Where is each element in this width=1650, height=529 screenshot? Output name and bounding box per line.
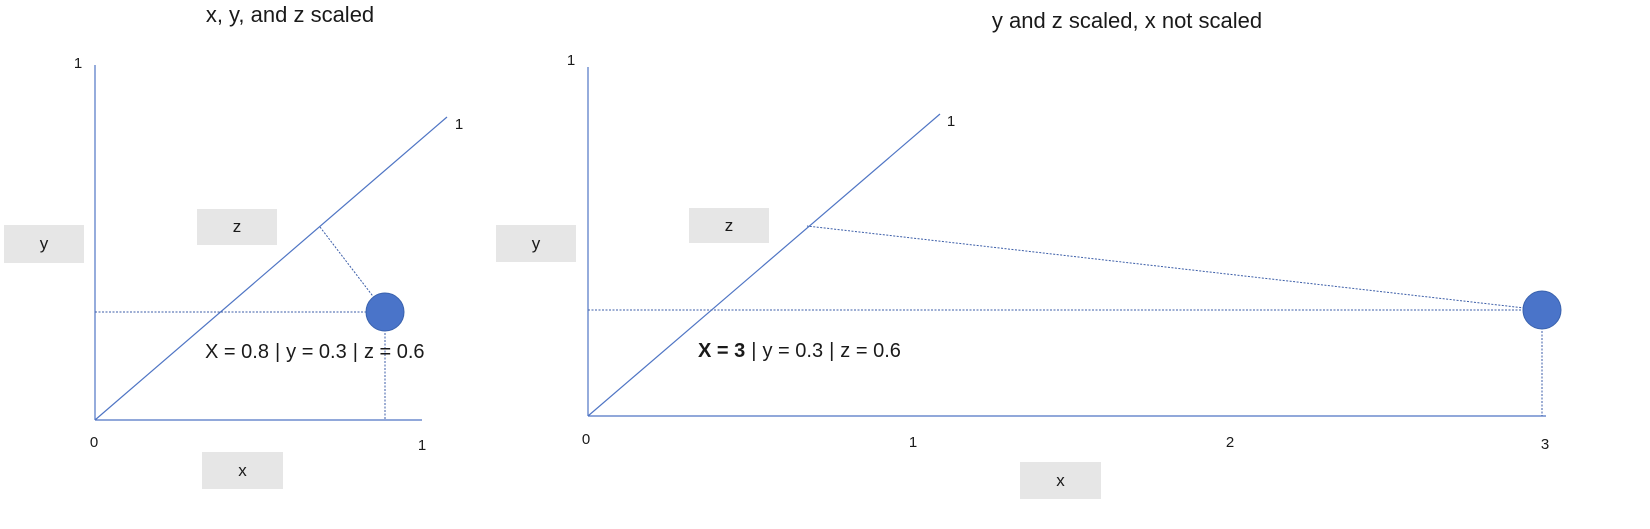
coordinate-diagram	[587, 67, 1562, 417]
z-axis	[587, 113, 941, 417]
y-axis-max-tick: 1	[566, 52, 576, 69]
x-axis-tick-3: 3	[1540, 436, 1550, 453]
readout-y: y = 0.3	[762, 340, 824, 362]
readout-x: X = 3	[698, 340, 746, 362]
y-axis-label: y	[4, 225, 84, 263]
panel-scaled-yz: y and z scaled, x not scaled y z x 1 0 1…	[496, 0, 1650, 529]
panel-scaled-xyz: x, y, and z scaled y z x 1 0 1 1 X = 0.8…	[0, 0, 520, 529]
readout-separator: |	[829, 340, 835, 362]
z-axis-label: z	[689, 208, 769, 243]
readout-separator: |	[274, 341, 281, 363]
y-axis-label: y	[496, 225, 576, 262]
coordinate-diagram	[94, 65, 448, 421]
readout-z: z = 0.6	[840, 340, 901, 362]
x-axis-label: x	[1020, 462, 1101, 499]
z-axis-max-tick: 1	[454, 116, 464, 133]
data-point	[1522, 290, 1562, 330]
readout-z: z = 0.6	[363, 341, 425, 363]
readout-separator: |	[352, 341, 358, 363]
z-axis-label: z	[197, 209, 277, 245]
x-axis-label: x	[202, 452, 283, 489]
z-axis	[94, 116, 448, 421]
point-readout: X = 0.8|y = 0.3|z = 0.6	[205, 341, 425, 364]
y-axis-max-tick: 1	[73, 55, 83, 72]
readout-y: y = 0.3	[286, 341, 347, 363]
diagram-title: x, y, and z scaled	[205, 2, 375, 27]
origin-tick: 0	[89, 434, 99, 451]
z-projection-line	[806, 225, 1543, 311]
origin-tick: 0	[581, 431, 591, 448]
x-axis-tick-1: 1	[908, 434, 918, 451]
x-axis-tick-2: 2	[1225, 434, 1235, 451]
data-point	[365, 292, 405, 332]
x-axis-max-tick: 1	[417, 437, 427, 454]
diagram-title: y and z scaled, x not scaled	[991, 8, 1263, 33]
point-readout: X = 3|y = 0.3|z = 0.6	[698, 340, 901, 363]
readout-separator: |	[751, 340, 757, 362]
z-axis-max-tick: 1	[946, 113, 956, 130]
readout-x: X = 0.8	[205, 341, 269, 363]
